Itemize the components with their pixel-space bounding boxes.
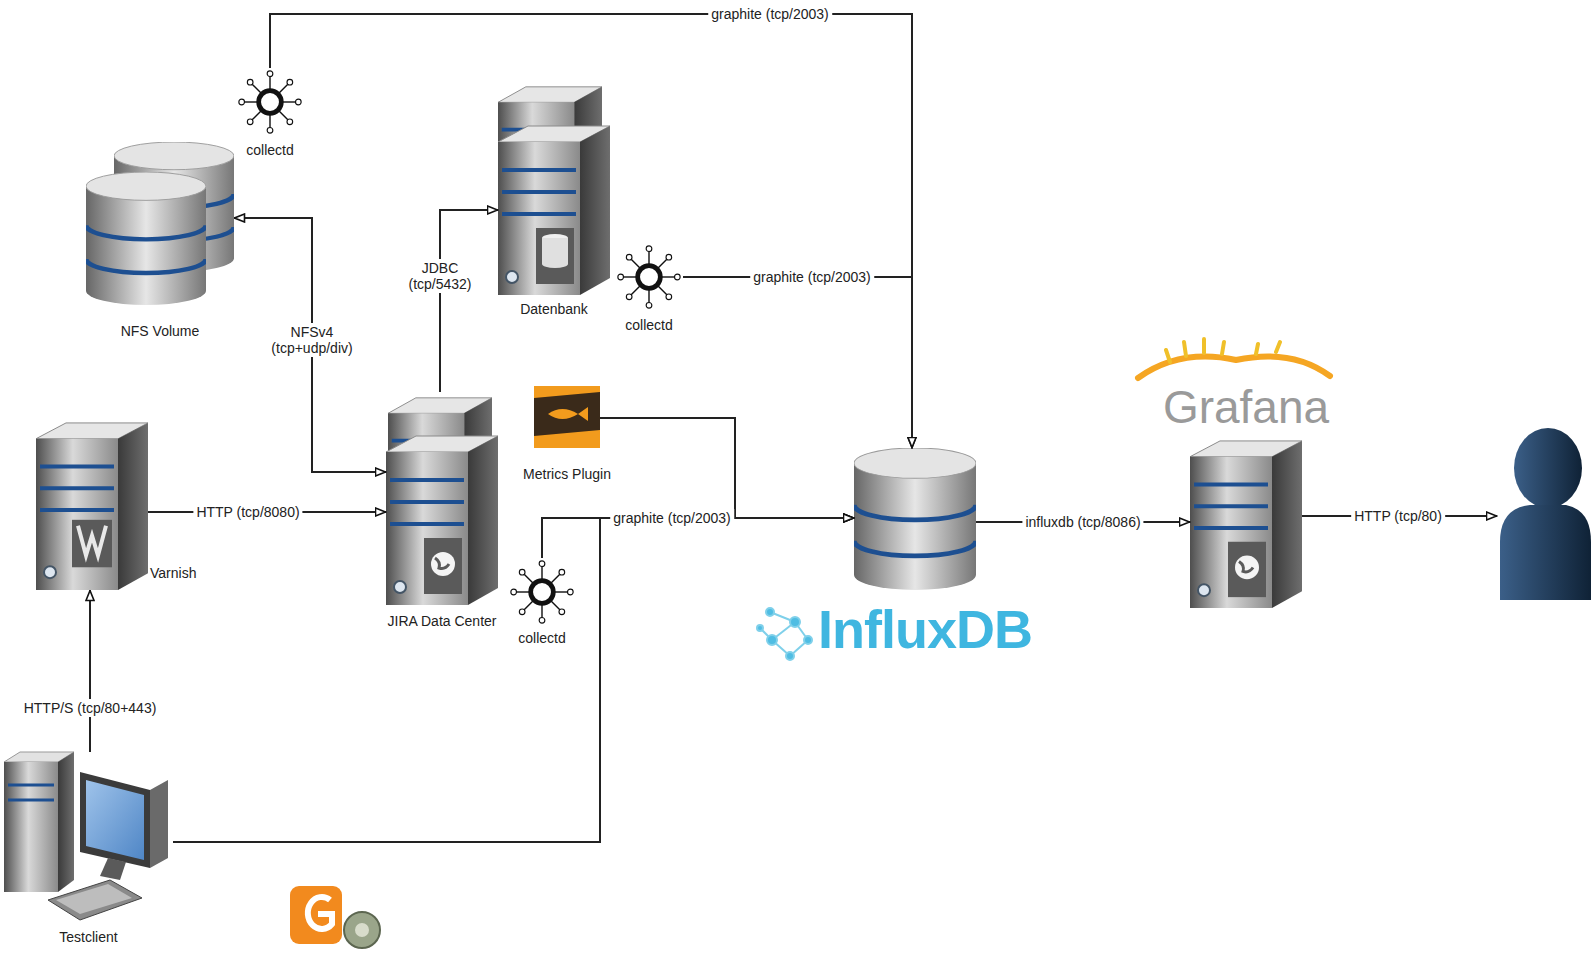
connector xyxy=(173,518,854,842)
connector-label: graphite (tcp/2003) xyxy=(610,509,734,527)
connector-label: HTTP (tcp/8080) xyxy=(193,503,302,521)
connector-label: HTTP (tcp/80) xyxy=(1351,507,1445,525)
logo-text: Grafana xyxy=(1163,381,1329,433)
connector xyxy=(600,418,854,518)
node-label: JIRA Data Center xyxy=(388,613,497,629)
dashboard-server: Grafana xyxy=(1190,435,1302,608)
storage-volume: NFS Volume xyxy=(86,142,234,305)
logo-text: InfluxDB xyxy=(818,600,1032,658)
collectd-agent: collectd xyxy=(508,558,576,626)
collectd-symbol xyxy=(511,561,573,623)
connector-label: NFSv4 (tcp+udp/div) xyxy=(257,323,367,357)
connector xyxy=(270,14,912,448)
node-label: collectd xyxy=(625,317,672,333)
plugin-icon xyxy=(534,386,600,448)
plugin-box: Metrics Plugin xyxy=(534,386,600,448)
proxy-server: Varnish xyxy=(36,417,148,590)
connector-label: graphite (tcp/2003) xyxy=(750,268,874,286)
node-label: Datenbank xyxy=(520,301,588,317)
server-icon xyxy=(386,398,498,605)
collectd-symbol xyxy=(239,71,301,133)
node-label: NFS Volume xyxy=(121,323,200,339)
node-label: Metrics Plugin xyxy=(523,466,611,482)
connector-label: HTTP/S (tcp/80+443) xyxy=(21,699,160,717)
workstation-icon xyxy=(4,752,168,920)
disk-icon xyxy=(86,142,234,305)
gatling-logo xyxy=(290,886,380,948)
node-label: collectd xyxy=(246,142,293,158)
database-server: Datenbank xyxy=(498,81,610,295)
connector-label: JDBC (tcp/5432) xyxy=(397,259,483,293)
client-workstation: Testclient xyxy=(4,752,173,925)
server-icon xyxy=(498,87,610,295)
node-label: collectd xyxy=(518,630,565,646)
connector-label: graphite (tcp/2003) xyxy=(708,5,832,23)
connector xyxy=(440,210,498,392)
server-icon xyxy=(36,423,148,590)
connector xyxy=(234,218,386,472)
database-icon xyxy=(854,448,976,590)
influxdb-logo-mark xyxy=(757,608,812,660)
server-icon xyxy=(1190,441,1302,608)
collectd-agent: collectd xyxy=(236,68,304,136)
grafana-logo-mark xyxy=(1138,339,1330,378)
user-icon xyxy=(1500,428,1591,600)
node-label: Testclient xyxy=(59,929,117,945)
collectd-symbol xyxy=(618,246,680,308)
node-label: Varnish xyxy=(150,565,196,581)
connector xyxy=(683,277,912,448)
database-node: InfluxDB xyxy=(854,448,976,590)
connector-label: influxdb (tcp/8086) xyxy=(1022,513,1143,531)
application-server: JIRA Data Center xyxy=(386,392,498,605)
user-figure xyxy=(1497,428,1591,600)
connector xyxy=(89,590,91,752)
collectd-agent: collectd xyxy=(615,243,683,311)
